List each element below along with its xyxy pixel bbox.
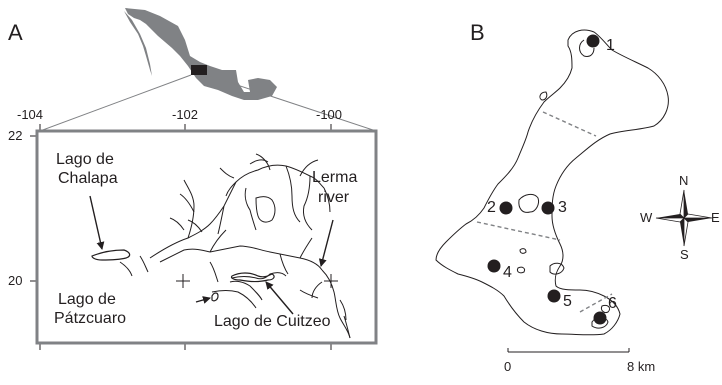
scale-label-end: 8 km xyxy=(627,359,656,374)
panel-b-label: B xyxy=(470,20,485,45)
inset-frame xyxy=(35,129,378,345)
zoom-line-right xyxy=(206,74,377,132)
arrow-chalapa xyxy=(89,195,105,250)
label-lago-de-patzcuaro-line2: Pátzcuaro xyxy=(54,310,127,327)
lon-tick-label-2: -102 xyxy=(172,107,199,122)
scale-bar xyxy=(507,348,630,353)
lakes-inset xyxy=(91,249,275,302)
lake-outline xyxy=(435,29,669,336)
arrow-lerma xyxy=(318,219,334,267)
site-marker-5 xyxy=(547,289,561,303)
arrow-patzcuaro xyxy=(195,296,211,304)
arrow-cuitzeo xyxy=(265,281,294,315)
label-lerma-river-line2: river xyxy=(318,189,350,206)
site-marker-4 xyxy=(487,259,501,273)
mexico-silhouette xyxy=(124,8,277,100)
lon-tick-label-1: -104 xyxy=(17,107,44,122)
divider-1 xyxy=(542,111,597,137)
zoom-line-left xyxy=(39,74,192,132)
compass-label-e: E xyxy=(711,210,720,225)
compass-label-w: W xyxy=(640,210,653,225)
lon-tick-label-3: -100 xyxy=(316,107,343,122)
site-label-5: 5 xyxy=(563,293,572,310)
divider-2 xyxy=(476,221,561,241)
label-lago-de-chalapa-line2: Chalapa xyxy=(58,170,118,187)
site-label-2: 2 xyxy=(487,199,496,216)
divider-3 xyxy=(579,293,613,313)
lat-tick-label-1: 22 xyxy=(8,128,23,143)
scale-label-start: 0 xyxy=(504,359,512,374)
site-marker-3 xyxy=(541,201,555,215)
crosshairs xyxy=(176,274,338,288)
label-lago-de-cuitzeo: Lago de Cuitzeo xyxy=(214,313,331,330)
label-arrows xyxy=(89,195,334,315)
site-marker-2 xyxy=(499,201,513,215)
site-marker-1 xyxy=(586,34,600,48)
label-lago-de-chalapa-line1: Lago de xyxy=(56,151,114,168)
label-lago-de-patzcuaro-line1: Lago de xyxy=(58,291,116,308)
study-area-marker xyxy=(191,65,207,75)
lat-tick-label-2: 20 xyxy=(8,273,23,288)
compass-label-n: N xyxy=(679,173,689,188)
panel-a-label: A xyxy=(8,20,23,45)
compass-rose-icon xyxy=(655,189,713,247)
site-marker-6 xyxy=(593,311,607,325)
site-label-1: 1 xyxy=(606,37,615,54)
site-label-4: 4 xyxy=(503,264,512,281)
label-lerma-river-line1: Lerma xyxy=(312,169,358,186)
river-network xyxy=(119,153,351,339)
sample-sites xyxy=(487,34,607,325)
zone-dividers xyxy=(476,111,613,313)
lake-hook xyxy=(579,39,595,57)
site-label-6: 6 xyxy=(608,295,617,312)
lake-notch xyxy=(539,91,548,101)
site-label-3: 3 xyxy=(558,199,567,216)
compass-label-s: S xyxy=(680,247,689,262)
